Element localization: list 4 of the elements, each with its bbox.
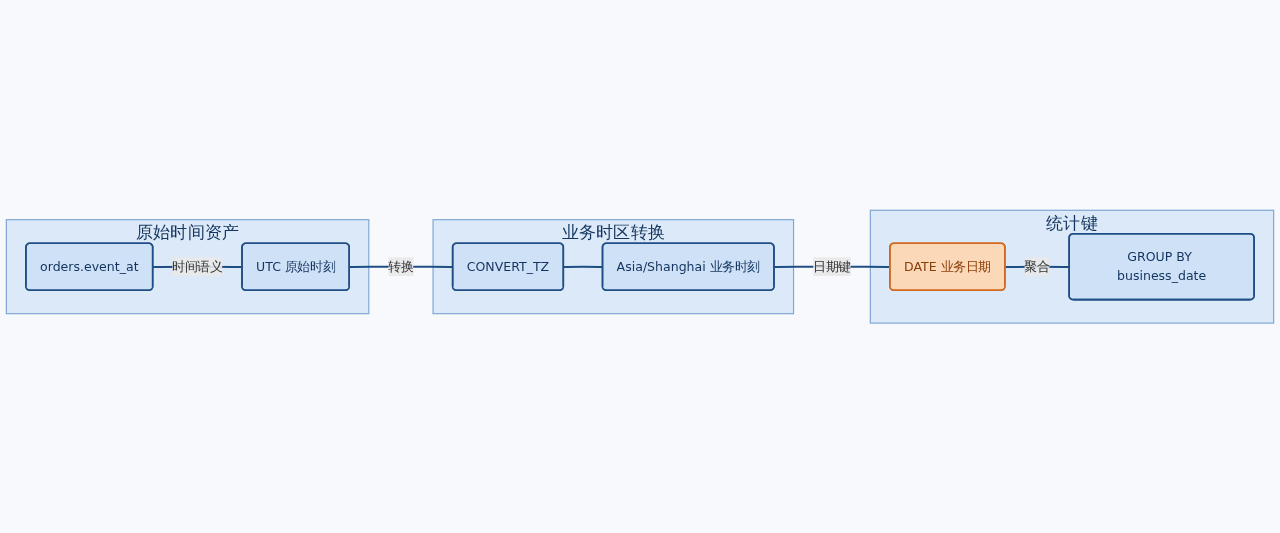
edge-label: 日期键 [813, 258, 851, 274]
edge-label: 聚合 [1024, 258, 1050, 274]
edge-label: 转换 [388, 258, 414, 274]
edge-label: 时间语义 [172, 258, 223, 274]
